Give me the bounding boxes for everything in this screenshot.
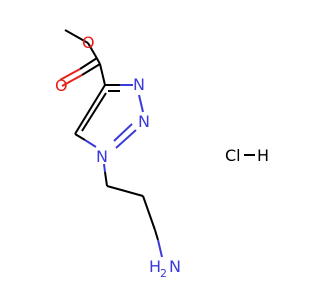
bond-n3-n2 [138, 94, 144, 113]
salt-h: H [257, 146, 269, 165]
bond-n2-n1 [115, 129, 137, 149]
bond-carbonyl-double-a [81, 63, 101, 76]
atom-amine-h: H [149, 257, 161, 276]
atom-ester-oxygen: O [82, 33, 95, 52]
bond-carbonyl-double-a-o [61, 74, 83, 87]
bond-n1-chain-c [104, 171, 108, 187]
salt-cl: Cl [225, 146, 241, 165]
bond-n1-chain [103, 163, 106, 173]
bond-n1-c5-c [74, 133, 86, 141]
atom-carbonyl-oxygen: O [55, 76, 68, 95]
bond-carbonyl-double-b-o [59, 68, 81, 81]
atom-n1: N [96, 147, 108, 166]
bond-chain-3-n [157, 239, 163, 258]
bond-n1-c5 [84, 139, 97, 148]
atom-amine-n: N [169, 257, 181, 276]
bond-c5-c4 [74, 84, 106, 135]
molecule-drawing: O O N N N H 2 N Cl H [55, 29, 269, 280]
bond-chain-1 [106, 185, 144, 197]
atom-n2: N [138, 112, 150, 131]
bond-carbonyl-double-b [79, 57, 98, 70]
bond-carbonyl-c-ring-c4 [99, 63, 106, 86]
bond-n2-n1-double [113, 123, 133, 142]
bond-chain-2 [142, 195, 156, 231]
atom-amine-subscript: 2 [160, 267, 167, 280]
bond-ester-o-carbonyl-c-2 [94, 54, 101, 65]
bond-ester-o-carbonyl-c [87, 42, 96, 56]
bond-methyl-ester-o [64, 29, 89, 44]
atom-n3: N [133, 75, 145, 94]
bond-chain-3-c [154, 229, 159, 241]
bond-c5-c4-double [81, 92, 107, 132]
structure-canvas: O O N N N H 2 N Cl H [55, 29, 270, 280]
